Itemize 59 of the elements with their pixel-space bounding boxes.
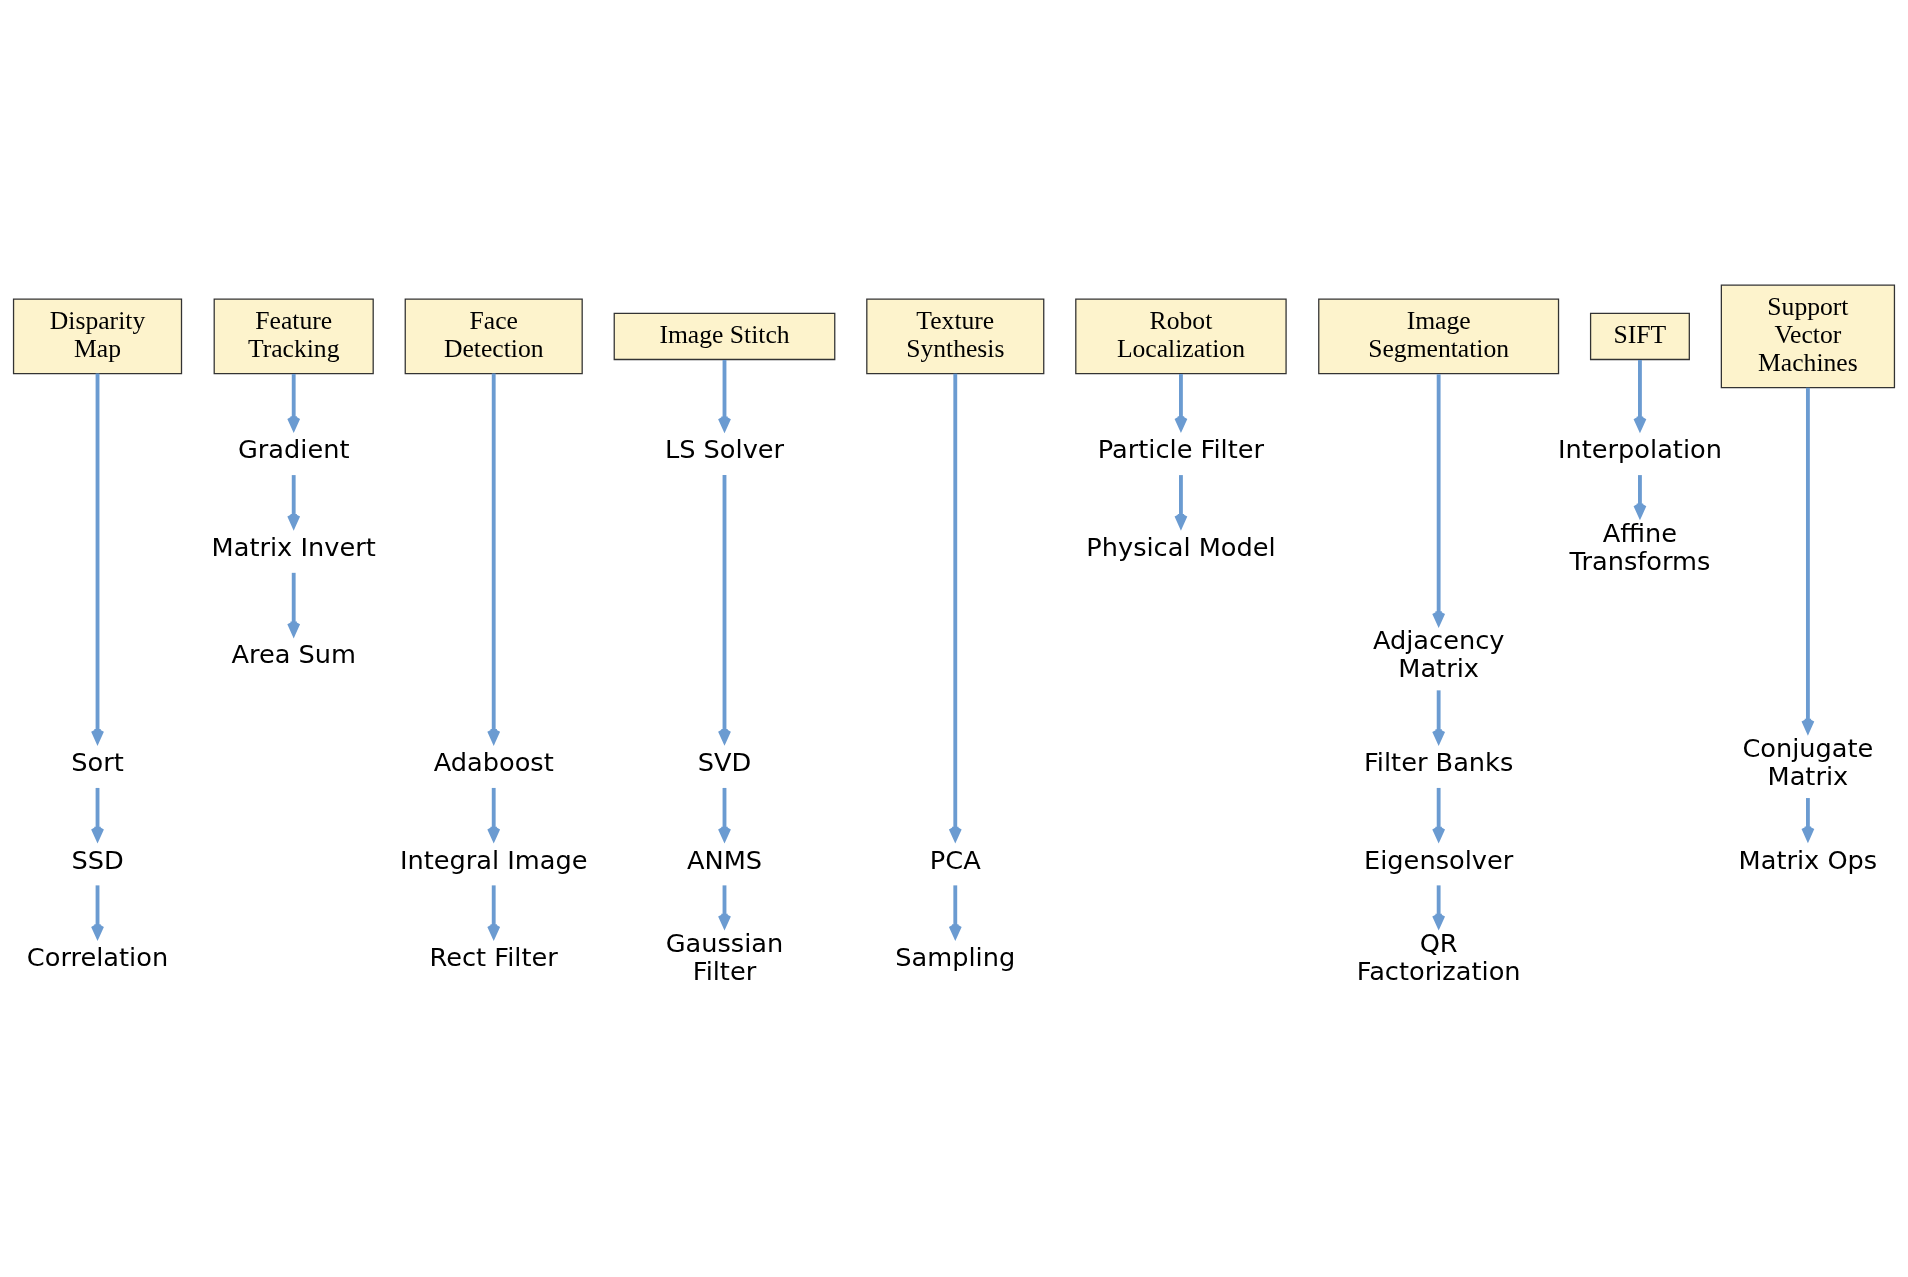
- node-text: SSD: [71, 844, 124, 874]
- node-text: Area Sum: [231, 638, 356, 669]
- node-text: Gaussian Filter: [665, 927, 784, 986]
- node-text: LS Solver: [664, 433, 785, 464]
- node-box: Texture Synthesis: [866, 298, 1045, 374]
- arrow: [1174, 373, 1188, 430]
- node-box: SIFT: [1589, 312, 1690, 360]
- arrow: [717, 787, 732, 841]
- arrow: [1633, 359, 1647, 431]
- node-box: Robot Localization: [1075, 298, 1287, 374]
- node-box: Support Vector Machines: [1720, 284, 1896, 388]
- node-text: Sampling: [895, 941, 1016, 972]
- arrow: [287, 474, 301, 528]
- node-text: PCA: [929, 844, 981, 874]
- node-text: Conjugate Matrix: [1742, 732, 1874, 791]
- node-text: Eigensolver: [1364, 844, 1514, 874]
- node-text: Matrix Invert: [211, 531, 376, 562]
- node-text: Adjacency Matrix: [1372, 624, 1505, 683]
- node-text: Matrix Ops: [1738, 844, 1878, 874]
- node-text: Sort: [71, 746, 124, 777]
- node-text: Affine Transforms: [1569, 517, 1711, 576]
- arrow: [91, 787, 105, 841]
- arrow: [1432, 373, 1446, 625]
- node-text: ANMS: [686, 844, 763, 874]
- node-text: Rect Filter: [429, 941, 558, 972]
- arrow: [948, 373, 962, 841]
- arrow: [1432, 884, 1446, 928]
- node-text: Interpolation: [1557, 433, 1722, 464]
- node-box: Face Detection: [404, 298, 583, 374]
- node-text: Correlation: [26, 941, 169, 972]
- arrow: [717, 884, 732, 928]
- node-text: SVD: [697, 746, 752, 777]
- arrow: [487, 373, 501, 743]
- arrow: [287, 572, 301, 636]
- arrow: [91, 373, 105, 743]
- node-box: Feature Tracking: [213, 298, 374, 374]
- node-box: Disparity Map: [12, 298, 183, 374]
- node-text: Particle Filter: [1097, 433, 1265, 464]
- node-text: Filter Banks: [1363, 746, 1514, 777]
- node-text: Gradient: [237, 433, 350, 464]
- node-text: Integral Image: [399, 844, 588, 874]
- arrow: [91, 884, 105, 938]
- arrow: [1633, 474, 1647, 518]
- arrow: [1432, 787, 1446, 841]
- arrow: [1801, 387, 1815, 733]
- node-text: Physical Model: [1086, 531, 1276, 562]
- arrow: [1432, 689, 1446, 743]
- arrow: [287, 373, 301, 430]
- arrow: [717, 474, 732, 743]
- arrow: [487, 884, 501, 938]
- arrow: [1174, 474, 1188, 528]
- arrow: [1801, 797, 1815, 840]
- arrow: [487, 787, 501, 841]
- arrow: [948, 884, 962, 938]
- arrow: [717, 359, 732, 431]
- node-text: Adaboost: [433, 746, 554, 777]
- node-box: Image Stitch: [613, 312, 836, 360]
- node-box: Image Segmentation: [1318, 298, 1560, 374]
- node-text: QR Factorization: [1356, 927, 1521, 986]
